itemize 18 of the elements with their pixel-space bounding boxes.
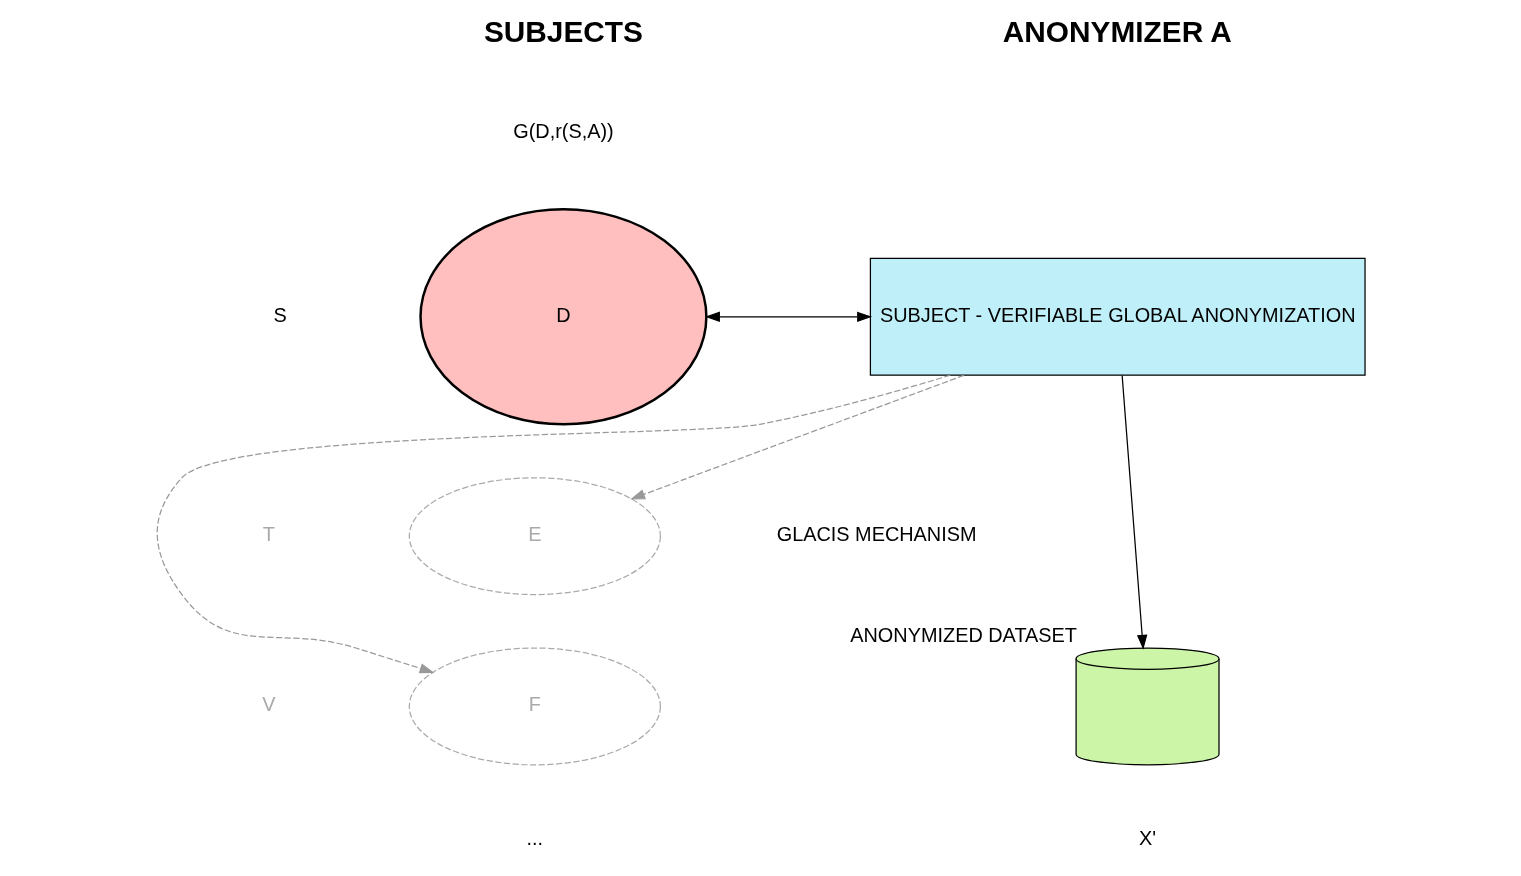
- label: T: [262, 522, 275, 545]
- node-label: ANONYMIZED DATASET: [849, 623, 1077, 646]
- node-label: X': [1138, 827, 1156, 850]
- node-box: SUBJECT - VERIFIABLE GLOBAL ANONYMIZATION: [869, 257, 1366, 376]
- label: GLACIS MECHANISM: [776, 522, 977, 545]
- label: V: [261, 693, 276, 716]
- label: SUBJECTS: [483, 14, 643, 48]
- label: ...: [526, 827, 543, 850]
- arrow: [1121, 375, 1147, 650]
- node-ellipse: D: [418, 208, 708, 426]
- node-label: G(D,r(S,A)): [512, 120, 614, 143]
- label: S: [272, 303, 287, 326]
- arrow: [629, 374, 964, 500]
- label: ANONYMIZER A: [1002, 14, 1232, 48]
- node-ellipse: F: [408, 647, 661, 766]
- arrow: [156, 374, 951, 674]
- node-ellipse: E: [408, 477, 661, 596]
- arrow: [704, 311, 872, 323]
